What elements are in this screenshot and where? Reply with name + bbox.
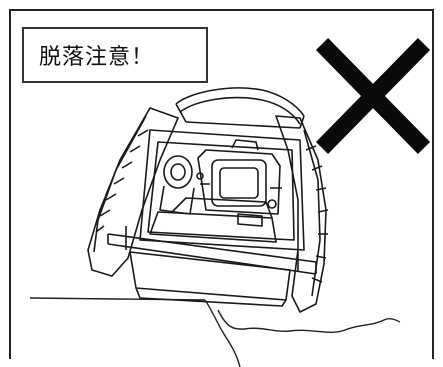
tracked-mower-illustration	[87, 87, 329, 313]
warning-label-box: 脱落注意！	[22, 27, 208, 83]
illustration-frame	[9, 9, 434, 359]
ground-edge-lines	[29, 297, 401, 367]
warning-text: 脱落注意！	[39, 45, 155, 70]
cross-mark-icon	[315, 38, 431, 154]
